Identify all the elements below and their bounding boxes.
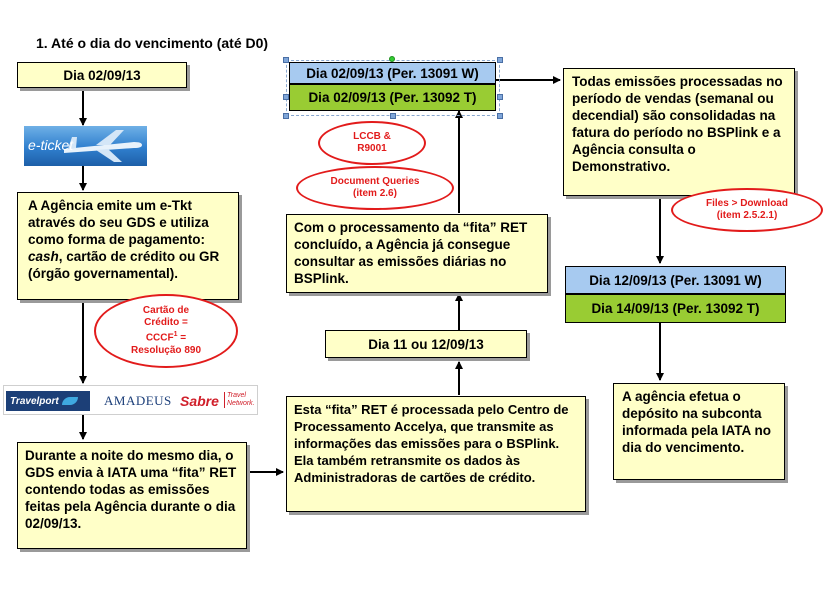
credit-card-oval: Cartão de Crédito = CCCF1 = Resolução 89…	[94, 294, 238, 368]
travelport-swoosh-icon	[61, 397, 78, 405]
amadeus-logo: AMADEUS	[104, 393, 172, 408]
deposit-text: A agência efetua o depósito na subconta …	[622, 389, 772, 455]
due-w-box: Dia 12/09/13 (Per. 13091 W)	[565, 266, 786, 294]
ret-concluded-text: Com o processamento da “fita” RET conclu…	[294, 220, 528, 286]
date2-label: Dia 11 ou 12/09/13	[368, 336, 484, 352]
period-t-label: Dia 02/09/13 (Per. 13092 T)	[308, 90, 477, 105]
lccb-oval: LCCB & R9001	[318, 121, 426, 165]
credit-oval-footnote: 1	[173, 331, 178, 339]
files-oval-line2: (item 2.5.2.1)	[716, 210, 778, 221]
selection-handle[interactable]	[283, 57, 289, 63]
ret-processed-text: Esta “fita” RET é processada pelo Centro…	[294, 402, 569, 485]
travelport-logo: Travelport	[6, 391, 90, 411]
files-oval-line1: Files > Download	[706, 198, 788, 209]
credit-oval-line2: Crédito =	[144, 317, 188, 329]
sabre-logo: Sabre Travel Network.	[180, 392, 256, 412]
ret-processed-box: Esta “fita” RET é processada pelo Centro…	[286, 396, 586, 512]
eticket-image: e-ticket	[24, 126, 147, 166]
start-date-box: Dia 02/09/13	[17, 62, 187, 88]
document-queries-oval: Document Queries (item 2.6)	[296, 166, 454, 210]
selection-handle[interactable]	[390, 113, 396, 119]
selection-handle[interactable]	[497, 94, 503, 100]
due-w-label: Dia 12/09/13 (Per. 13091 W)	[589, 272, 762, 288]
credit-oval-line3: CCCF	[145, 332, 174, 344]
gds-logos: Travelport AMADEUS Sabre Travel Network.	[3, 385, 258, 415]
dq-oval-line2: (item 2.6)	[353, 188, 397, 199]
travelport-text: Travelport	[10, 395, 59, 407]
airplane-icon	[64, 130, 142, 162]
selection-handle[interactable]	[283, 113, 289, 119]
credit-oval-line4: Resolução 890	[130, 344, 202, 356]
consolidated-box: Todas emissões processadas no período de…	[563, 68, 795, 196]
eticket-label: e-ticket	[28, 137, 74, 153]
selection-handle[interactable]	[497, 113, 503, 119]
start-date-label: Dia 02/09/13	[63, 67, 141, 83]
period-w-label: Dia 02/09/13 (Per. 13091 W)	[306, 65, 479, 81]
rotation-handle[interactable]	[389, 56, 395, 62]
sabre-tag-line2: Network.	[227, 400, 255, 407]
lccb-oval-line1: LCCB &	[353, 131, 391, 142]
credit-oval-line3-end: =	[177, 332, 187, 344]
night-transfer-text: Durante a noite do mesmo dia, o GDS envi…	[25, 448, 237, 531]
dq-oval-line1: Document Queries	[330, 176, 420, 187]
ret-concluded-box: Com o processamento da “fita” RET conclu…	[286, 214, 548, 293]
agency-emits-box: A Agência emite um e-Tkt através do seu …	[17, 192, 239, 300]
selection-handle[interactable]	[283, 94, 289, 100]
agency-emits-text: A Agência emite um e-Tkt através do seu …	[28, 198, 209, 247]
credit-oval-line1: Cartão de	[142, 305, 190, 317]
period-t-box: Dia 02/09/13 (Per. 13092 T)	[289, 84, 496, 111]
period-w-box: Dia 02/09/13 (Per. 13091 W)	[289, 62, 496, 84]
due-t-label: Dia 14/09/13 (Per. 13092 T)	[591, 301, 760, 316]
files-download-oval: Files > Download (item 2.5.2.1)	[671, 188, 823, 232]
page-title: 1. Até o dia do vencimento (até D0)	[36, 35, 269, 51]
night-transfer-box: Durante a noite do mesmo dia, o GDS envi…	[17, 442, 247, 549]
due-t-box: Dia 14/09/13 (Per. 13092 T)	[565, 294, 786, 323]
selection-handle[interactable]	[497, 57, 503, 63]
sabre-text: Sabre	[180, 393, 219, 409]
lccb-oval-line2: R9001	[357, 143, 387, 154]
sabre-tag-line1: Travel	[227, 392, 246, 399]
deposit-box: A agência efetua o depósito na subconta …	[613, 383, 785, 480]
consolidated-text: Todas emissões processadas no período de…	[572, 74, 783, 174]
date2-box: Dia 11 ou 12/09/13	[325, 330, 527, 358]
agency-emits-cash: cash	[28, 249, 59, 264]
agency-emits-text-end: , cartão de crédito ou GR (órgão governa…	[28, 249, 220, 281]
